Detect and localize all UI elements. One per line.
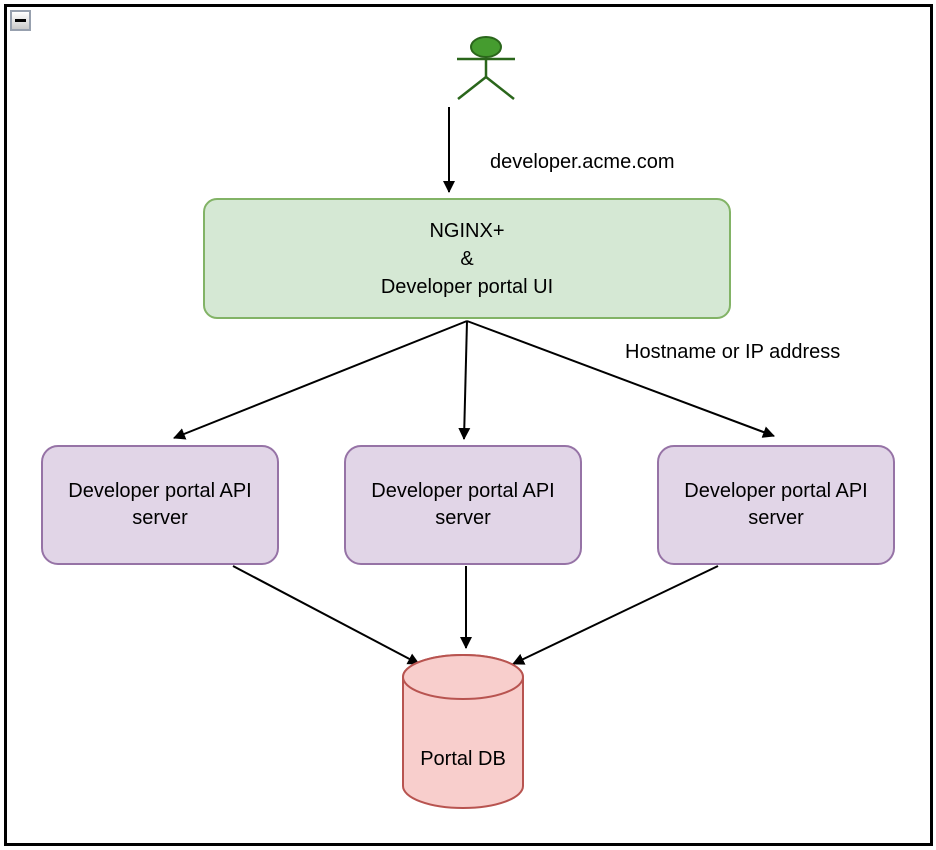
node-nginx-gateway[interactable]: NGINX+ & Developer portal UI [203,198,731,319]
collapse-button[interactable] [10,10,31,31]
database-cylinder-top [402,654,524,700]
actor-head [470,36,502,58]
edge-api1-to-db [232,565,420,665]
actor-leg-left [457,76,487,100]
minus-icon [15,19,26,22]
node-api-server-1[interactable]: Developer portal API server [41,445,279,565]
edge-gateway-to-api3 [466,320,775,438]
gateway-line-1: NGINX+ [429,219,505,242]
edge-gateway-to-api1 [173,320,468,440]
gateway-line-2: & [460,247,474,270]
api-server-label: Developer portal API server [684,480,868,529]
actor-leg-right [485,76,515,100]
api-server-label: Developer portal API server [371,480,555,529]
gateway-line-3: Developer portal UI [380,275,554,298]
edge-api3-to-db [512,565,719,665]
node-api-server-3[interactable]: Developer portal API server [657,445,895,565]
user-actor-icon[interactable] [457,36,515,100]
edge-label-domain: developer.acme.com [490,151,675,173]
node-api-server-2[interactable]: Developer portal API server [344,445,582,565]
edge-gateway-to-api2 [458,320,471,440]
api-server-label: Developer portal API server [68,480,252,529]
edge-label-routing: Hostname or IP address [625,341,841,363]
node-database[interactable] [402,654,524,809]
database-label: Portal DB [420,748,506,770]
